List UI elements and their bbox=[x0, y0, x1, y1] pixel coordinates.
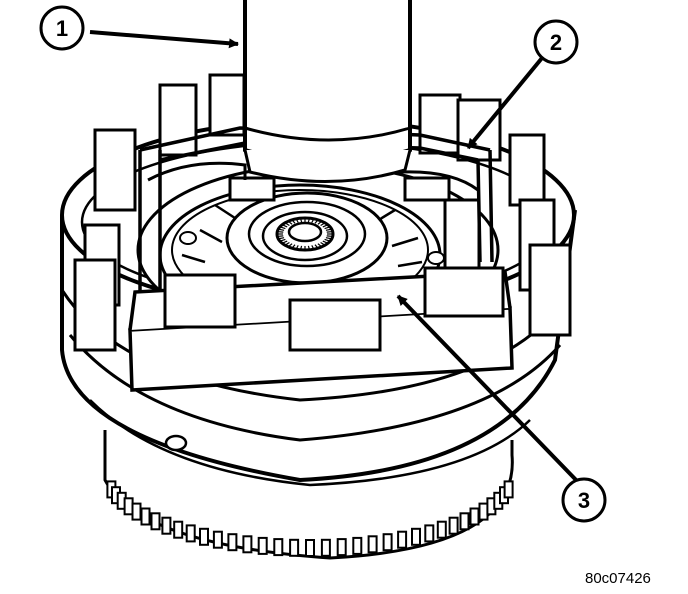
hub-spline-tooth bbox=[296, 245, 299, 249]
hub-spline-tooth bbox=[282, 224, 288, 228]
spline-tooth bbox=[257, 536, 268, 555]
clutch-lug bbox=[228, 176, 276, 202]
hub-spline-tooth bbox=[280, 238, 286, 242]
hub-spline-tooth bbox=[322, 224, 328, 228]
spline-tooth bbox=[185, 524, 196, 543]
spline-tooth bbox=[242, 535, 253, 554]
hub-spline-tooth bbox=[300, 245, 303, 249]
hub-spline-tooth bbox=[307, 245, 310, 249]
hub-spline-tooth bbox=[317, 221, 322, 225]
spline-tooth bbox=[150, 512, 161, 531]
callout-marker-3: 3 bbox=[561, 477, 607, 523]
clutch-lug bbox=[418, 93, 462, 155]
hub-spline-tooth bbox=[292, 220, 296, 224]
spline-tooth bbox=[336, 538, 347, 557]
hub-spline-tooth bbox=[292, 244, 296, 248]
spline-tooth bbox=[131, 502, 142, 521]
clutch-lug bbox=[403, 176, 451, 202]
spline-tooth bbox=[199, 527, 209, 546]
front-clutch-lug bbox=[528, 243, 572, 337]
hub-spline-tooth bbox=[325, 228, 331, 231]
hub-spline-tooth bbox=[311, 219, 314, 223]
hub-spline-tooth bbox=[314, 244, 318, 248]
hub-spline-tooth bbox=[296, 219, 299, 223]
spline-tooth bbox=[397, 530, 408, 549]
clutch-lug bbox=[208, 73, 246, 137]
front-clutch-lug bbox=[288, 298, 382, 352]
hub-spline-tooth bbox=[311, 245, 314, 249]
press-ram bbox=[243, 0, 412, 184]
spline-tooth bbox=[478, 502, 489, 521]
hub-spline-tooth bbox=[288, 243, 293, 247]
spline-tooth bbox=[289, 538, 300, 557]
leader-line-1 bbox=[89, 30, 239, 49]
spline-tooth bbox=[448, 516, 459, 535]
spline-tooth bbox=[227, 533, 238, 552]
front-clutch-lug bbox=[423, 266, 505, 318]
hub-spline-tooth bbox=[320, 241, 325, 246]
spline-tooth bbox=[459, 512, 470, 531]
hub-spline-tooth bbox=[317, 243, 322, 247]
spline-tooth bbox=[212, 530, 223, 549]
front-clutch-lug bbox=[73, 258, 117, 352]
front-clutch-lugs bbox=[73, 243, 572, 352]
callout-marker-2: 2 bbox=[533, 19, 579, 65]
spline-tooth bbox=[503, 480, 514, 499]
spline-tooth bbox=[320, 538, 331, 557]
spline-tooth bbox=[140, 507, 151, 526]
spline-tooth bbox=[173, 520, 184, 539]
spline-tooth bbox=[161, 516, 172, 535]
clutch-lug bbox=[508, 133, 546, 207]
front-clutch-lug bbox=[163, 273, 237, 329]
clutch-plate-lugs bbox=[83, 73, 556, 307]
hub-spline-tooth bbox=[285, 222, 290, 227]
hub-spline-tooth bbox=[324, 238, 330, 242]
hub-spline-tooth bbox=[300, 219, 303, 223]
hub-spline-tooth bbox=[324, 226, 330, 230]
hub-spline-tooth bbox=[279, 237, 285, 240]
spline-tooth bbox=[382, 533, 393, 552]
callout-marker-1: 1 bbox=[39, 5, 85, 51]
spline-tooth bbox=[411, 527, 421, 546]
drum-spline-teeth bbox=[106, 480, 514, 557]
clutch-lug bbox=[93, 128, 137, 212]
spline-tooth bbox=[367, 535, 378, 554]
hub-spline-tooth bbox=[279, 228, 285, 231]
hub-spline-tooth bbox=[280, 226, 286, 230]
callout-number-2: 2 bbox=[550, 30, 562, 55]
hub-spline-tooth bbox=[322, 240, 328, 244]
hub-spline-teeth bbox=[278, 219, 332, 249]
spline-tooth bbox=[352, 536, 363, 555]
spline-tooth bbox=[273, 538, 284, 557]
hub-spline-tooth bbox=[325, 237, 331, 240]
callout-number-1: 1 bbox=[56, 16, 68, 41]
spline-tooth bbox=[305, 539, 315, 557]
callout-leader-lines bbox=[89, 30, 580, 484]
hub-spline-tooth bbox=[285, 241, 290, 246]
spline-tooth bbox=[436, 520, 447, 539]
clutch-lug bbox=[456, 98, 502, 162]
hub-spline-tooth bbox=[288, 221, 293, 225]
hub-spline-tooth bbox=[320, 222, 325, 227]
spline-tooth bbox=[469, 507, 480, 526]
hub-spline-tooth bbox=[314, 220, 318, 224]
spline-tooth bbox=[123, 497, 134, 516]
spline-tooth bbox=[424, 524, 435, 543]
figure-reference-code: 80c07426 bbox=[585, 570, 651, 587]
leader-line-3 bbox=[396, 294, 580, 484]
hub-spline-tooth bbox=[307, 219, 310, 223]
hub-spline-tooth bbox=[282, 240, 288, 244]
callout-number-3: 3 bbox=[578, 488, 590, 513]
leader-line-2 bbox=[466, 56, 544, 150]
